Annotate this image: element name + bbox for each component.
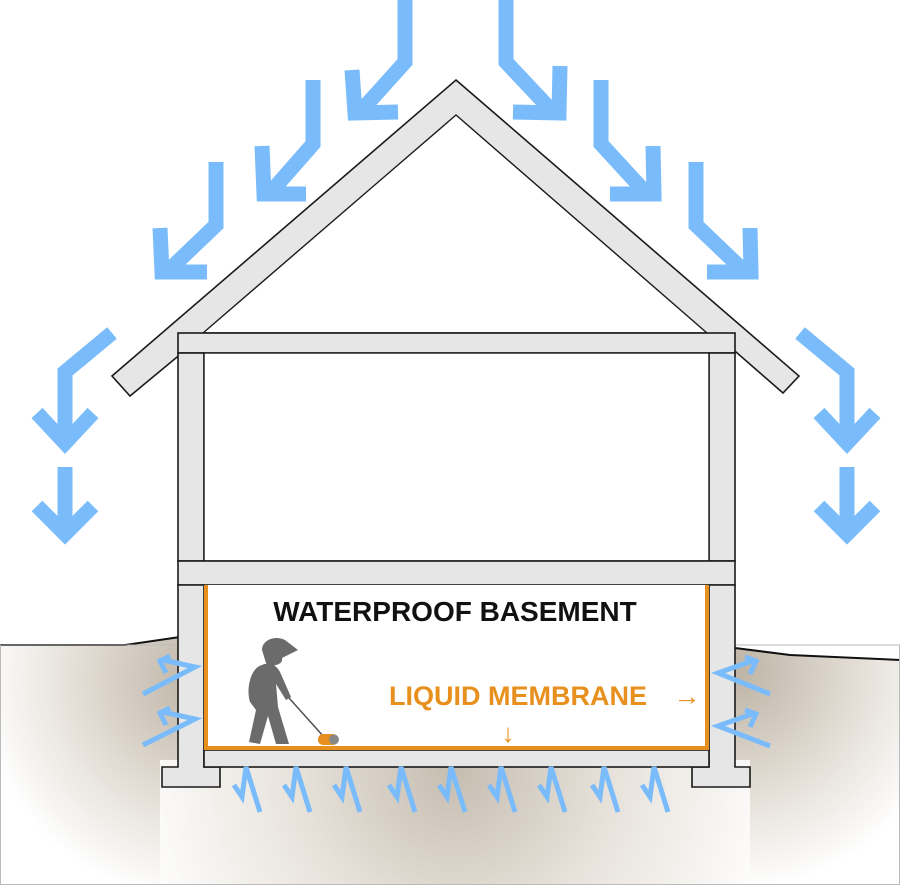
- right-upper-wall: [708, 352, 736, 562]
- rain-arrow-icon: [344, 0, 413, 121]
- rain-arrow-icon: [498, 0, 568, 121]
- pressure-arrow-icon: [589, 766, 621, 813]
- rain-arrow-icon: [254, 80, 321, 202]
- diagram-title: WATERPROOF BASEMENT: [273, 596, 636, 627]
- pressure-arrow-icon: [710, 654, 771, 697]
- pressure-arrow-icon: [231, 766, 263, 813]
- main-floor: [177, 560, 736, 586]
- pressure-arrow-icon: [486, 766, 518, 813]
- left-upper-wall: [177, 352, 205, 562]
- rain-arrow-icon: [152, 162, 224, 280]
- pressure-arrow-icon: [536, 766, 568, 813]
- runoff-arrow-icon: [795, 327, 881, 454]
- pressure-arrow-icon: [331, 766, 363, 813]
- worker-icon: [248, 638, 339, 745]
- pressure-arrow-icon: [281, 766, 313, 813]
- ceiling-beam: [177, 332, 736, 354]
- pressure-arrow-icon: [710, 707, 771, 749]
- pressure-arrow-icon: [386, 766, 418, 813]
- slab-pressure-arrow-group: [231, 766, 671, 813]
- runoff-arrow-icon: [31, 327, 117, 454]
- basement-room: [204, 585, 709, 750]
- rain-arrows: [31, 0, 881, 545]
- wall-pressure-arrows: [141, 653, 771, 749]
- rain-arrow-icon: [688, 162, 759, 280]
- membrane-arrow-right-icon: →: [674, 681, 701, 711]
- pressure-arrow-icon: [639, 766, 671, 813]
- pressure-arrow-icon: [141, 705, 203, 748]
- pressure-arrow-icon: [436, 766, 468, 813]
- basement-slab: [203, 749, 710, 768]
- runoff-arrow-icon: [813, 467, 881, 545]
- runoff-arrow-icon: [31, 467, 99, 545]
- rain-arrow-icon: [593, 80, 662, 202]
- liquid-membrane-layer: [204, 585, 709, 750]
- upper-room: [203, 352, 710, 562]
- membrane-arrow-down-icon: ↓: [502, 718, 515, 748]
- pressure-arrow-icon: [141, 653, 203, 697]
- membrane-label: LIQUID MEMBRANE: [389, 681, 647, 711]
